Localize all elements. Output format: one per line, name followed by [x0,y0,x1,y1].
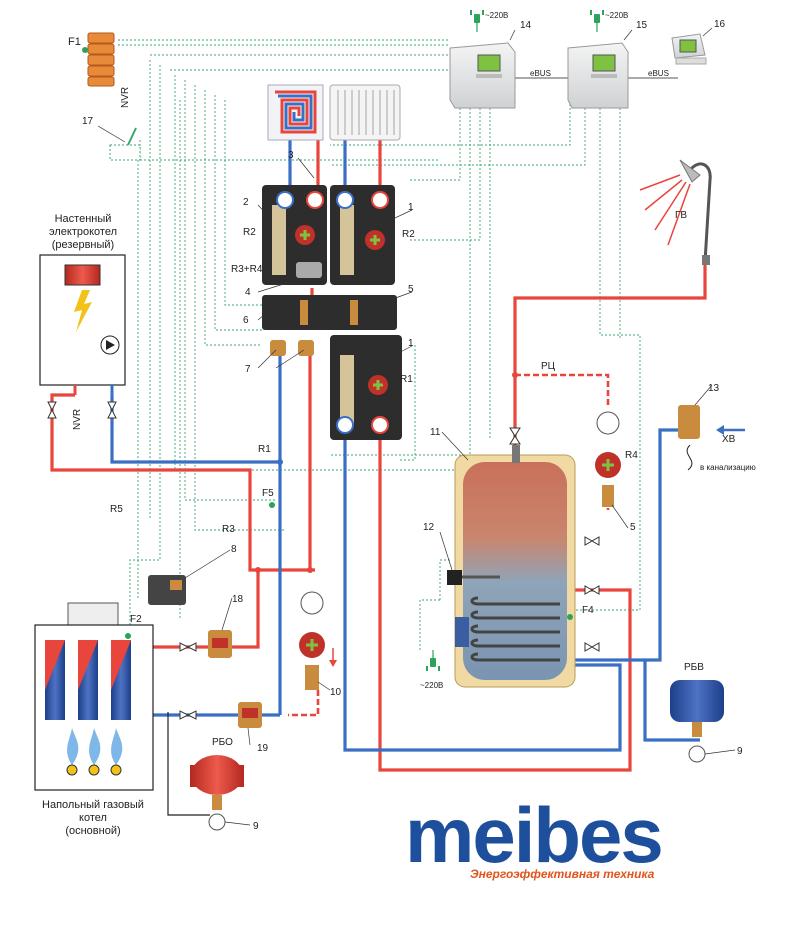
shower-icon [639,159,712,265]
room-sensor-17 [97,125,141,161]
label-r4: R4 [625,450,638,461]
label-f5: F5 [262,488,274,499]
safety-valve-13 [678,405,700,471]
device-18 [208,630,232,658]
label-r3: R3 [222,524,235,535]
label-drain: в канализацию [700,463,756,472]
label-12: 12 [423,522,435,533]
fuse-f1 [82,32,115,87]
label-elec-boiler-1: Настенный [55,213,112,225]
boiler-tank-icon [447,445,576,688]
valve-icon [47,401,600,720]
label-r1a: R1 [400,374,413,385]
label-f2: F2 [130,614,142,625]
label-2: 2 [243,197,249,208]
electric-boiler [39,254,126,395]
label-8: 8 [231,544,237,555]
label-nvr-top: NVR [120,87,131,108]
label-10: 10 [330,687,342,698]
label-17: 17 [82,116,94,127]
label-6: 6 [243,315,249,326]
thermometer-icon [300,591,324,615]
controller-15 [567,29,633,109]
label-r2b: R2 [402,229,415,240]
diagram-labels: F1 NVR 17 14 15 16 eBUS eBUS ~220В ~220В… [42,11,756,837]
lightning-icon [74,290,92,332]
gas-boiler [34,602,154,791]
label-ebus-1: eBUS [530,69,551,78]
expansion-tank-rbv [670,680,724,763]
label-r1b: R1 [258,444,271,455]
valves-7 [270,340,314,356]
label-7: 7 [245,364,251,375]
label-r3r4: R3+R4 [231,264,263,275]
pump-r4 [595,411,621,507]
device-8 [148,575,186,605]
label-5a: 5 [408,284,414,295]
label-13: 13 [708,383,720,394]
label-19: 19 [257,743,269,754]
label-14: 14 [520,20,532,31]
underfloor-heating-icon [267,84,324,141]
label-gas-boiler-1: Напольный газовый [42,799,144,811]
label-gas-boiler-3: (основной) [65,825,120,837]
label-9a: 9 [253,821,259,832]
flame-icon [66,728,123,776]
label-r5: R5 [110,504,123,515]
label-4: 4 [245,287,251,298]
label-16: 16 [714,19,726,30]
pump-10 [299,591,337,690]
leader-lines [184,157,736,826]
label-rbo: РБО [212,737,233,748]
label-gas-boiler-2: котел [79,812,107,824]
hydraulic-separator-6 [262,295,397,330]
pump-group-1-top [330,185,395,285]
mains-arrow [716,425,745,435]
label-220-b: ~220В [605,11,628,20]
label-elec-boiler-2: электрокотел [49,226,117,238]
remote-control-16 [671,27,713,65]
label-15: 15 [636,20,648,31]
device-19 [238,702,262,728]
label-1a: 1 [408,202,414,213]
label-18: 18 [232,594,244,605]
label-9b: 9 [737,746,743,757]
expansion-tank-rbo [167,712,244,831]
label-elec-boiler-3: (резервный) [52,239,114,251]
junction-dots [255,372,518,573]
label-f4: F4 [582,605,594,616]
label-xv: ХВ [722,434,736,445]
pump-group-2 [262,185,327,285]
label-11: 11 [430,427,441,438]
label-rc: РЦ [541,361,556,372]
label-1b: 1 [408,338,414,349]
brand-tagline: Энергоэффективная техника [470,867,655,881]
label-5b: 5 [630,522,636,533]
label-nvr-left: NVR [72,409,83,430]
label-f1: F1 [68,36,81,48]
plug-icon [426,10,604,671]
pump-icon [106,340,115,350]
label-220-a: ~220В [485,11,508,20]
label-220-c: ~220В [420,681,443,690]
radiator-icon [329,84,401,141]
label-rbv: РБВ [684,662,704,673]
controller-14 [449,29,516,109]
label-ebus-2: eBUS [648,69,669,78]
brand-block: meibes Энергоэффективная техника [405,791,664,881]
brand-logo: meibes [405,791,662,879]
label-r2a: R2 [243,227,256,238]
signal-wiring [118,39,641,650]
pump-group-1-bottom [330,335,402,440]
label-3: 3 [288,150,294,161]
label-gv: ГВ [675,210,687,221]
